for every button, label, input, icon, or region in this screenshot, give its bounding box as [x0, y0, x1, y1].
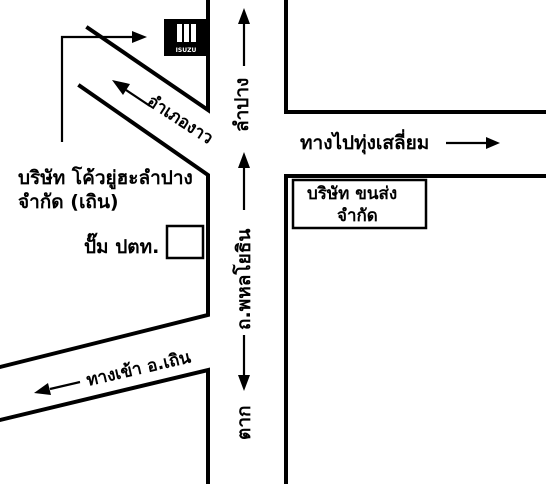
ngao-arrow-line: [125, 89, 151, 107]
label-tak: ตาก: [233, 405, 255, 440]
south-arrow: [238, 335, 250, 391]
isuzu-logo-bar-mid: [184, 24, 189, 42]
isuzu-logo-text: ISUZU: [176, 47, 197, 54]
south-arrow-head: [238, 375, 250, 391]
isuzu-direction-arrow: [60, 31, 147, 142]
isuzu-logo-icon: ISUZU: [164, 19, 208, 56]
ngao-direction-arrow: [112, 80, 151, 107]
isuzu-arrow-head: [132, 31, 147, 43]
thoen-direction-arrow: [34, 380, 81, 395]
label-khonsong-line1: บริษัท ขนส่ง: [307, 184, 397, 204]
label-to-thung-salium: ทางไปทุ่งเสลี่ยม: [300, 129, 429, 155]
ngao-arrow-head: [112, 80, 130, 95]
thoen-arrow-line: [49, 380, 81, 391]
label-khonsong-line2: จำกัด: [337, 206, 378, 226]
north-arrow-head: [238, 8, 250, 24]
road-west-lower-edge: [0, 83, 210, 370]
ptt-station-box: [165, 224, 205, 260]
khonsong-company-box: [291, 178, 428, 230]
label-ptt-station: ปั๊ม ปตท.: [84, 232, 159, 258]
thung-salium-direction-arrow: [446, 137, 500, 149]
label-toyota-company-line2: จำกัด (เถิน): [18, 191, 119, 213]
road-southwest-edge: [0, 367, 210, 484]
thoen-arrow-head: [34, 383, 51, 395]
thung-salium-arrow-head: [486, 137, 500, 149]
label-lampang: ลำปาง: [231, 78, 253, 132]
isuzu-logo-bar-left: [177, 24, 182, 42]
north-arrow: [238, 8, 250, 66]
center-up-arrow: [238, 152, 250, 210]
road-northeast-edge: [284, 0, 546, 114]
center-up-arrow-head: [238, 152, 250, 168]
road-southeast-edge: [284, 174, 546, 484]
label-phahonyothin-road: ถ.พหลโยธิน: [232, 229, 255, 330]
isuzu-logo-bar-right: [191, 24, 196, 42]
isuzu-arrow-line: [60, 35, 132, 142]
label-toyota-company-line1: บริษัท โค้วยู่ฮะลำปาง: [18, 166, 193, 190]
